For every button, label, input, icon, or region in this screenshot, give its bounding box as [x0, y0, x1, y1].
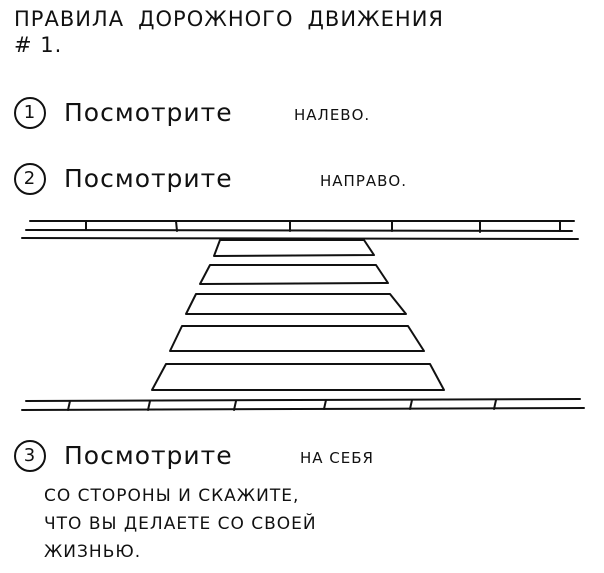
near-curb-tick [147, 400, 151, 411]
far-curb-tick [175, 220, 178, 232]
near-curb-tick [409, 399, 413, 410]
near-curb-tick [67, 400, 71, 411]
zebra-stripe [199, 264, 389, 285]
page-title: ПРАВИЛА ДОРОЖНОГО ДВИЖЕНИЯ # 1. [14, 6, 444, 58]
step-3-continuation: СО СТОРОНЫ И СКАЖИТЕ, ЧТО ВЫ ДЕЛАЕТЕ СО … [44, 482, 317, 566]
title-word-road: ДОРОЖНОГО [138, 7, 294, 31]
step-3-number-badge: 3 [14, 440, 46, 472]
zebra-stripe [213, 239, 375, 257]
zebra-stripe [185, 293, 407, 315]
zebra-stripe [169, 325, 425, 352]
near-curb-line-top [25, 398, 581, 402]
far-curb-line-bottom [25, 229, 573, 232]
zebra-stripe [151, 363, 445, 391]
pedestrian-crossing-illustration [21, 220, 585, 411]
step-1-verb: Посмотрите [64, 98, 233, 127]
near-curb-tick [493, 399, 497, 410]
step-1-number-badge: 1 [14, 97, 46, 129]
near-curb-tick [233, 400, 237, 411]
step-3-object: НА СЕБЯ [300, 449, 374, 467]
step-3-line-1: СО СТОРОНЫ И СКАЖИТЕ, [44, 486, 300, 506]
near-curb-line-bottom [21, 407, 585, 411]
near-curb-tick [323, 399, 327, 410]
step-2-verb: Посмотрите [64, 164, 233, 193]
step-2-number-badge: 2 [14, 163, 46, 195]
step-3-line-3: ЖИЗНЬЮ. [44, 542, 142, 562]
step-3-line-2: ЧТО ВЫ ДЕЛАЕТЕ СО СВОЕЙ [44, 514, 317, 534]
title-word-traffic: ДВИЖЕНИЯ [307, 7, 445, 31]
far-sidewalk-line [21, 237, 579, 240]
step-2-direction: НАПРАВО. [320, 172, 407, 190]
title-number: # 1. [14, 33, 63, 57]
step-1-direction: НАЛЕВО. [294, 106, 371, 124]
title-word-rules: ПРАВИЛА [14, 7, 125, 31]
step-3-verb: Посмотрите [64, 441, 233, 470]
